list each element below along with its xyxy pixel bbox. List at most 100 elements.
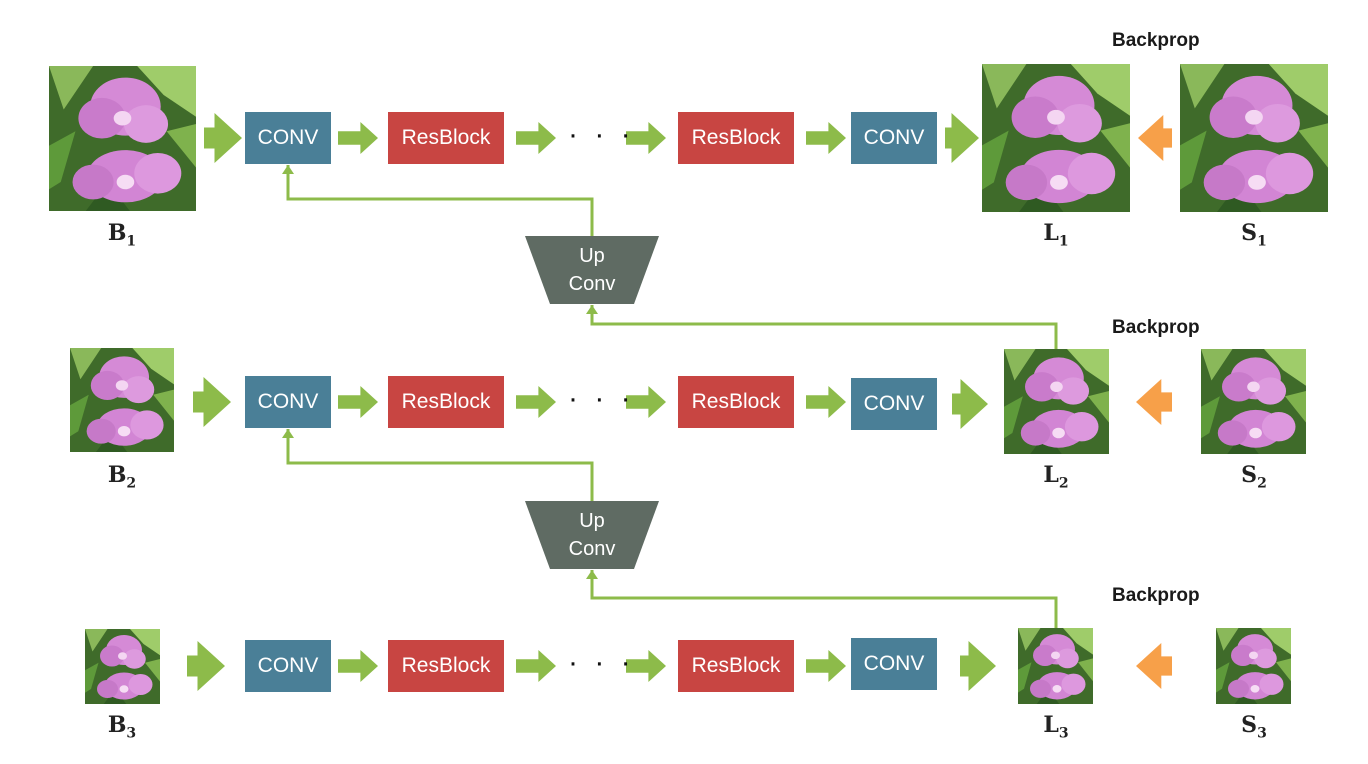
flow-arrow-output-scale-3 (960, 641, 996, 691)
backprop-label-scale-3: Backprop (1112, 585, 1200, 606)
resblock-a-scale-2: ResBlock (388, 376, 504, 428)
label-s1: S1 (1214, 220, 1294, 249)
blurry-image-scale-2 (70, 348, 174, 452)
label-l2-letter: L (1043, 462, 1059, 488)
ellipsis-scale-2: · · · (568, 382, 635, 415)
conv-out-scale-1: CONV (851, 112, 937, 164)
resblock-a-scale-1: ResBlock (388, 112, 504, 164)
upconv-2-line1: Up (579, 510, 605, 532)
conv-out-scale-3: CONV (851, 638, 937, 690)
conv-in-scale-2-label: CONV (257, 390, 319, 413)
sharp-image-scale-2 (1201, 349, 1306, 454)
upconv-1-line2: Conv (568, 273, 616, 295)
label-l1-letter: L (1043, 220, 1059, 246)
label-l3-index: 3 (1058, 725, 1069, 742)
label-b3-index: 3 (126, 725, 137, 742)
upconv-1-shape (525, 236, 659, 304)
flow-arrow-output-scale-2 (952, 379, 988, 429)
ellipsis-scale-1: · · · (568, 118, 635, 151)
link-l3-to-upconv-2 (590, 570, 1058, 628)
label-s1-index: 1 (1257, 233, 1267, 250)
latent-image-scale-2 (1004, 349, 1109, 454)
upconv-2-line2: Conv (568, 538, 616, 560)
link-l2-to-upconv-1-head (586, 305, 598, 314)
label-l3: L3 (1016, 712, 1096, 741)
label-b1: B1 (82, 220, 162, 249)
upconv-1-line1: Up (579, 245, 605, 267)
flow-arrow-dots-res-scale-2 (626, 386, 666, 418)
label-b1-index: 1 (126, 233, 137, 250)
upconv-1: Up Conv (525, 236, 659, 304)
link-upconv-1-to-conv-1 (286, 165, 594, 236)
resblock-a-scale-2-label: ResBlock (401, 390, 491, 413)
resblock-a-scale-3: ResBlock (388, 640, 504, 692)
backprop-label-scale-2: Backprop (1112, 317, 1200, 338)
label-l3-letter: L (1043, 712, 1059, 738)
label-s3: S3 (1214, 712, 1294, 741)
conv-out-scale-1-label: CONV (863, 126, 925, 149)
resblock-b-scale-2-label: ResBlock (691, 390, 781, 413)
latent-image-scale-1 (982, 64, 1130, 212)
flow-arrow-conv-res-scale-3 (338, 650, 378, 682)
flow-arrow-res-conv-scale-3 (806, 650, 846, 682)
label-b2: B2 (82, 462, 162, 491)
backprop-arrow-scale-2 (1136, 379, 1172, 425)
flow-arrow-dots-res-scale-1 (626, 122, 666, 154)
link-upconv-2-to-conv-2-head (282, 429, 294, 438)
sharp-image-scale-3 (1216, 628, 1291, 704)
ellipsis-scale-3: · · · (568, 646, 635, 679)
label-s3-index: 3 (1257, 725, 1267, 742)
label-s2-index: 2 (1257, 475, 1267, 492)
flow-arrow-res-dots-scale-3 (516, 650, 556, 682)
sharp-image-scale-1 (1180, 64, 1328, 212)
upconv-2: Up Conv (525, 501, 659, 569)
flow-arrow-dots-res-scale-3 (626, 650, 666, 682)
label-l2-index: 2 (1058, 475, 1069, 492)
resblock-b-scale-1-label: ResBlock (691, 126, 781, 149)
label-l2: L2 (1016, 462, 1096, 491)
backprop-arrow-scale-1 (1138, 115, 1172, 161)
label-b3: B3 (82, 712, 162, 741)
flow-arrow-conv-res-scale-2 (338, 386, 378, 418)
label-s3-letter: S (1241, 712, 1258, 738)
flow-arrow-input-scale-1 (204, 113, 242, 163)
upconv-2-shape (525, 501, 659, 569)
flow-arrow-conv-res-scale-1 (338, 122, 378, 154)
link-l2-to-upconv-1 (590, 305, 1058, 349)
backprop-arrow-scale-3 (1136, 643, 1172, 689)
resblock-a-scale-3-label: ResBlock (401, 654, 491, 677)
conv-in-scale-1-label: CONV (257, 126, 319, 149)
flow-arrow-input-scale-2 (193, 377, 231, 427)
blurry-image-scale-1 (49, 66, 196, 211)
resblock-b-scale-3: ResBlock (678, 640, 794, 692)
flow-arrow-res-dots-scale-1 (516, 122, 556, 154)
flow-arrow-input-scale-3 (187, 641, 225, 691)
conv-in-scale-3: CONV (245, 640, 331, 692)
conv-out-scale-3-label: CONV (863, 652, 925, 675)
label-b2-index: 2 (126, 475, 137, 492)
label-b2-letter: B (107, 462, 127, 488)
label-b3-letter: B (107, 712, 127, 738)
conv-out-scale-2: CONV (851, 378, 937, 430)
label-s2: S2 (1214, 462, 1294, 491)
flow-arrow-res-conv-scale-2 (806, 386, 846, 418)
latent-image-scale-3 (1018, 628, 1093, 704)
backprop-label-scale-1: Backprop (1112, 30, 1200, 51)
conv-in-scale-1: CONV (245, 112, 331, 164)
blurry-image-scale-3 (85, 629, 160, 704)
link-upconv-1-to-conv-1-head (282, 165, 294, 174)
conv-in-scale-3-label: CONV (257, 654, 319, 677)
flow-arrow-output-scale-1 (945, 113, 979, 163)
conv-in-scale-2: CONV (245, 376, 331, 428)
conv-out-scale-2-label: CONV (863, 392, 925, 415)
flow-arrow-res-conv-scale-1 (806, 122, 846, 154)
flow-arrow-res-dots-scale-2 (516, 386, 556, 418)
label-s2-letter: S (1241, 462, 1258, 488)
label-b1-letter: B (107, 220, 127, 246)
link-upconv-2-to-conv-2 (286, 429, 594, 501)
resblock-b-scale-1: ResBlock (678, 112, 794, 164)
label-l1-index: 1 (1058, 233, 1069, 250)
label-s1-letter: S (1241, 220, 1258, 246)
